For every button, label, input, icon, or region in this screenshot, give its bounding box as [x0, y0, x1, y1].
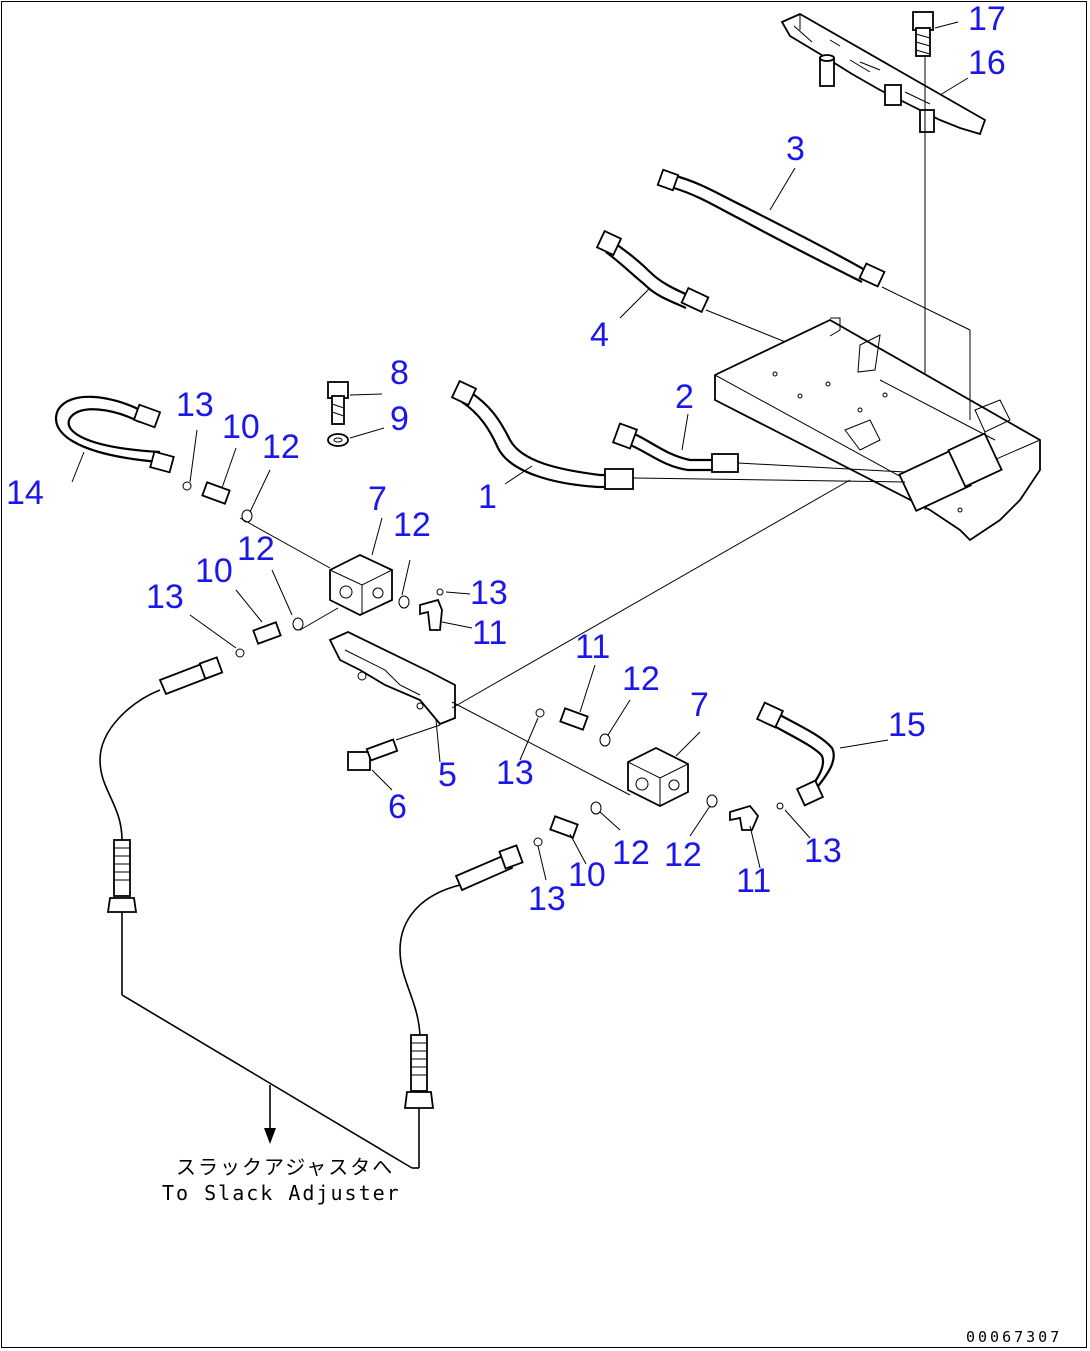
washer-9 [327, 433, 349, 447]
callout-11: 11 [472, 614, 507, 652]
hose-15 [755, 701, 835, 807]
callout-7: 7 [690, 686, 709, 724]
callout-1: 1 [478, 478, 497, 516]
bolt-6 [347, 724, 441, 771]
callout-12: 12 [622, 660, 660, 698]
callout-13: 13 [470, 574, 508, 612]
callout-13: 13 [528, 880, 566, 918]
callout-labels: 17 16 3 4 2 1 8 9 13 10 12 14 7 12 12 10… [6, 0, 1006, 918]
note-japanese: スラックアジャスタへ [176, 1155, 394, 1179]
callout-12: 12 [393, 506, 431, 544]
fitting-10-left-bottom [235, 617, 304, 658]
hose-14 [54, 395, 175, 474]
callout-10: 10 [195, 552, 233, 590]
callout-17: 17 [968, 0, 1006, 38]
callout-5: 5 [438, 756, 457, 794]
callout-14: 14 [6, 474, 44, 512]
callout-7: 7 [368, 480, 387, 518]
fitting-10-left-top [182, 481, 253, 523]
callout-12: 12 [612, 834, 650, 872]
callout-4: 4 [590, 316, 609, 354]
document-number: 00067307 [966, 1328, 1062, 1346]
callout-12: 12 [237, 530, 275, 568]
callout-12: 12 [262, 428, 300, 466]
brake-line-right [399, 844, 524, 1169]
valve-7-right [627, 746, 689, 808]
callout-11: 11 [575, 628, 610, 666]
bracket-5 [328, 631, 456, 726]
callout-8: 8 [390, 354, 409, 392]
hose-2 [611, 422, 906, 473]
fitting-11-left [398, 588, 444, 631]
arrow-to-slack-adjuster [264, 1085, 276, 1144]
callout-13: 13 [496, 754, 534, 792]
callout-13: 13 [804, 832, 842, 870]
valve-7-left [329, 554, 393, 616]
leader-lines [71, 21, 969, 881]
callout-6: 6 [388, 788, 407, 826]
callout-13: 13 [146, 578, 184, 616]
callout-3: 3 [786, 130, 805, 168]
fitting-11-right [706, 794, 784, 831]
callout-13: 13 [176, 386, 214, 424]
bracket-16 [780, 12, 987, 136]
callout-9: 9 [390, 400, 409, 438]
fitting-10-right [533, 801, 602, 847]
frame-assembly [714, 317, 1041, 542]
hose-1 [450, 379, 906, 490]
callout-10: 10 [568, 856, 606, 894]
hose-3 [656, 168, 971, 331]
note-english: To Slack Adjuster [162, 1181, 401, 1205]
callout-11: 11 [736, 862, 771, 900]
bolt-8 [327, 381, 349, 425]
brake-line-left [99, 656, 413, 1169]
callout-12: 12 [664, 836, 702, 874]
callout-16: 16 [968, 44, 1006, 82]
hose-4 [595, 229, 881, 381]
callout-2: 2 [675, 378, 694, 416]
fitting-11-right-top [535, 707, 611, 747]
callout-10: 10 [222, 408, 260, 446]
callout-15: 15 [888, 706, 926, 744]
